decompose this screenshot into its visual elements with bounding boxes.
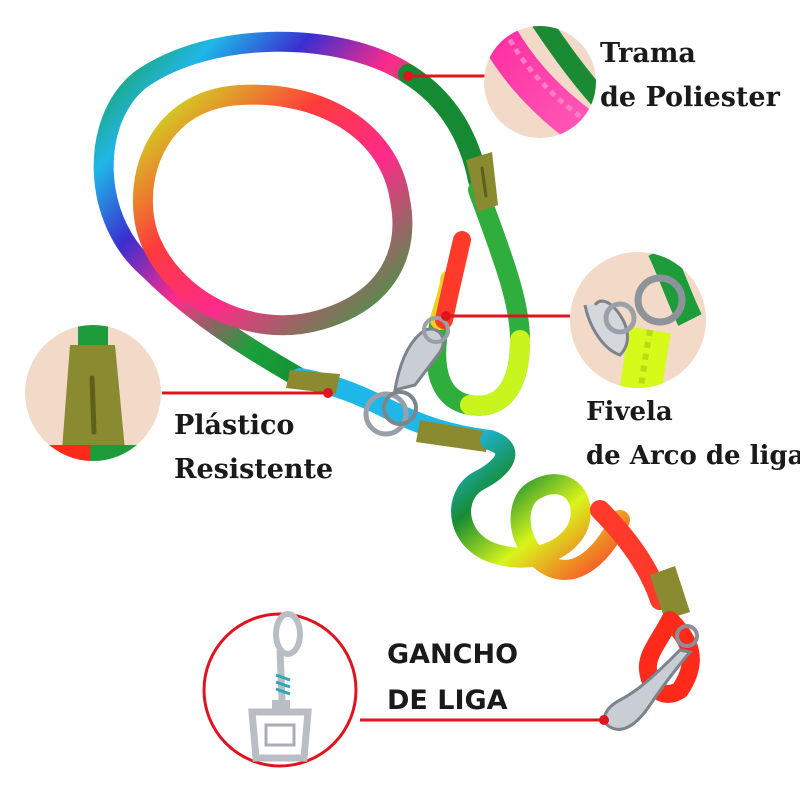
label-plastico-line2: Resistente	[174, 454, 334, 485]
label-gancho-line1: GANCHO	[387, 639, 519, 670]
metal-ring-icon	[363, 390, 418, 437]
label-fivela-line2: de Arco de liga	[586, 441, 800, 471]
snap-hook-detail-icon	[248, 611, 312, 762]
label-trama-line1: Trama	[600, 38, 696, 69]
label-plastico-line1: Plástico	[174, 410, 295, 441]
label-fivela: Fivela de Arco de liga	[586, 390, 800, 478]
leash-lower-section	[451, 430, 630, 580]
callout-gancho-detail	[202, 611, 358, 768]
label-plastico: Plástico Resistente	[174, 404, 333, 492]
callout-lines	[162, 71, 609, 725]
plastic-sleeve-top-icon	[466, 152, 498, 212]
snap-hook-mid-icon	[393, 316, 450, 393]
leash-handle-loop-lower	[460, 330, 530, 416]
label-fivela-line1: Fivela	[586, 397, 673, 427]
leash-red-segment	[435, 231, 471, 329]
label-trama: Trama de Poliester	[600, 32, 780, 120]
label-trama-line2: de Poliester	[600, 82, 780, 113]
plastic-sleeve-bottom-icon	[650, 566, 690, 620]
leash-outer-loop	[93, 31, 418, 388]
leash-inner-loop	[132, 84, 413, 336]
callout-trama-detail	[484, 26, 596, 138]
plastic-sleeve-mid2-icon	[416, 420, 490, 452]
snap-hook-bottom-icon	[602, 624, 699, 731]
label-gancho: GANCHO DE LIGA	[387, 632, 518, 724]
plastic-sleeve-mid-icon	[286, 370, 340, 394]
label-gancho-line2: DE LIGA	[387, 685, 508, 716]
callout-fivela-detail	[570, 252, 706, 388]
callout-plastico-detail	[25, 325, 161, 461]
